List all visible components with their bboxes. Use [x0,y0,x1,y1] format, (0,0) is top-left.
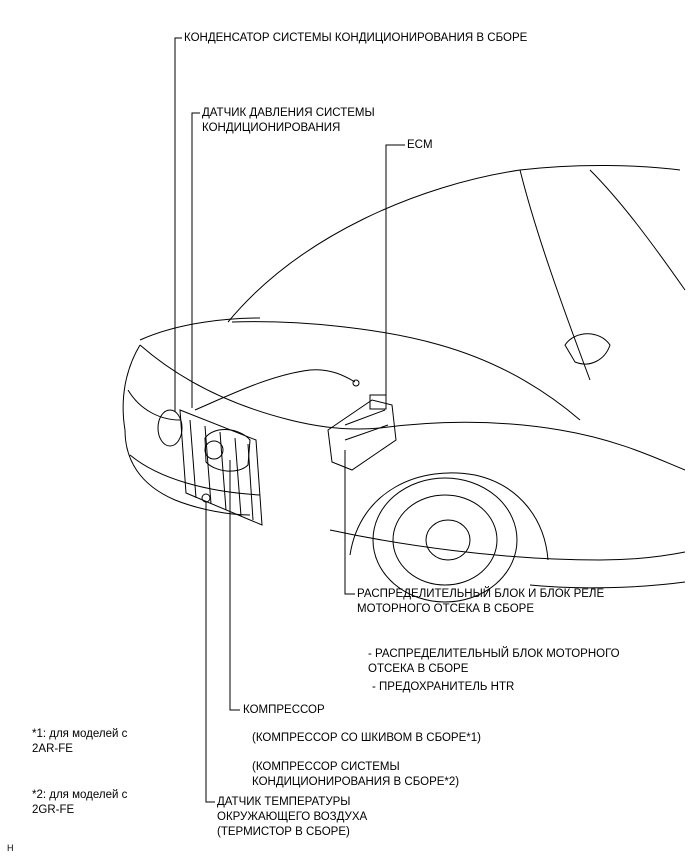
leader-pressure-sensor [191,112,200,408]
label-ambient-sensor-line2: ОКРУЖАЮЩЕГО ВОЗДУХА [217,811,368,823]
relay-block-detail [344,409,386,426]
car-roof-right [589,169,686,291]
ac-components [179,369,397,526]
label-relay-sub1-line2: ОТСЕКА В СБОРЕ [368,663,469,675]
car-hood-front [139,317,261,341]
car-front-grille-top [127,389,181,421]
car-front-upper [122,344,141,431]
note-1-line2: 2AR-FE [32,743,73,755]
relay-block-detail [344,424,389,441]
label-pressure-sensor-line1: ДАТЧИК ДАВЛЕНИЯ СИСТЕМЫ [202,107,375,119]
relay-block-body [327,399,397,471]
label-relay-sub1-line1: - РАСПРЕДЕЛИТЕЛЬНЫЙ БЛОК МОТОРНОГО [368,648,620,660]
ecm-box [369,394,387,410]
car-a-pillar [519,169,591,381]
note-2-line2: 2GR-FE [32,804,75,816]
corner-mark: H [7,843,14,853]
car-windshield-base [231,321,581,421]
callout-lines [174,37,405,803]
car-fender-top [379,421,686,471]
ambient-temp-sensor [201,493,211,503]
label-compressor: КОМПРЕССОР [243,704,325,716]
label-relay-block-line2: МОТОРНОГО ОТСЕКА В СБОРЕ [357,603,535,615]
label-compressor-sub2-line1: (КОМПРЕССОР СИСТЕМЫ [252,761,400,773]
label-compressor-sub1: (КОМПРЕССОР СО ШКИВОМ В СБОРЕ*1) [252,732,481,744]
car-tyre-outer [372,477,518,603]
car-side-line [329,529,686,561]
car-headlamp [157,409,183,447]
car-rocker [529,581,686,589]
label-ambient-sensor-line3: (ТЕРМИСТОР В СБОРЕ) [217,826,350,838]
leader-ecm [385,144,405,400]
car-wheel-hub [425,519,471,561]
label-relay-block-line1: РАСПРЕДЕЛИТЕЛЬНЫЙ БЛОК И БЛОК РЕЛЕ [357,588,605,600]
label-pressure-sensor-line2: КОНДИЦИОНИРОВАНИЯ [202,122,341,134]
ac-refrigerant-line [194,369,356,411]
car-bumper-contour [129,454,261,496]
compressor-pulley [204,440,224,460]
note-2-line1: *2: для моделей с [32,789,128,801]
leader-ambient-sensor [205,502,215,803]
label-relay-sub2: - ПРЕДОХРАНИТЕЛЬ HTR [372,681,515,693]
note-1-line1: *1: для моделей с [32,728,128,740]
label-compressor-sub2-line2: КОНДИЦИОНИРОВАНИЯ В СБОРЕ*2) [252,776,460,788]
condenser-fin [189,419,197,499]
condenser-fin [234,437,242,517]
label-condenser: КОНДЕНСАТОР СИСТЕМЫ КОНДИЦИОНИРОВАНИЯ В … [184,32,528,44]
car-wheel-arch [349,472,549,561]
label-ambient-sensor-line1: ДАТЧИК ТЕМПЕРАТУРЫ [217,796,351,808]
car-illustration [122,164,686,603]
car-roof-line [227,164,681,323]
car-wheel-rim [392,494,498,586]
label-ecm: ECM [407,139,433,151]
condenser-fin [204,425,212,505]
car-mirror [564,333,611,365]
leader-compressor [229,460,240,711]
leader-condenser [174,37,182,412]
leader-relay-block [344,450,355,595]
ac-line-end [352,379,360,387]
car-front-lower [124,429,251,516]
compressor-body [204,429,251,472]
car-hood-edge [139,344,381,430]
